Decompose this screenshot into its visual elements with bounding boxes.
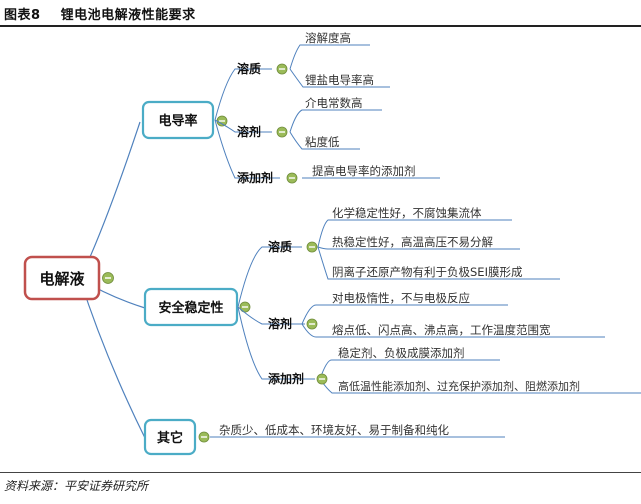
leaf-text: 提高电导率的添加剂 bbox=[312, 164, 416, 178]
figure-title: 图表8 锂电池电解液性能要求 bbox=[4, 8, 196, 23]
branch1-connectors bbox=[214, 44, 440, 179]
leaf-text: 对电极惰性，不与电极反应 bbox=[332, 291, 470, 305]
sub-label: 溶质 bbox=[268, 239, 292, 254]
collapse-icon[interactable] bbox=[276, 63, 288, 75]
branch-label: 其它 bbox=[157, 430, 183, 446]
root-collapse-icon[interactable] bbox=[102, 272, 114, 284]
sub-label: 溶剂 bbox=[237, 124, 261, 139]
leaf-text: 杂质少、低成本、环境友好、易于制备和纯化 bbox=[219, 423, 449, 437]
root-label: 电解液 bbox=[39, 270, 85, 288]
footer-rule bbox=[0, 472, 641, 473]
header-rule bbox=[0, 25, 641, 27]
collapse-icon[interactable] bbox=[286, 172, 298, 184]
collapse-icon[interactable] bbox=[316, 373, 328, 385]
leaf-text: 化学稳定性好，不腐蚀集流体 bbox=[332, 206, 482, 220]
root-node[interactable]: 电解液 bbox=[23, 255, 101, 301]
leaf-text: 熔点低、闪点高、沸点高，工作温度范围宽 bbox=[332, 323, 551, 337]
leaf-text: 稳定剂、负极成膜添加剂 bbox=[338, 346, 465, 360]
collapse-icon[interactable] bbox=[216, 115, 228, 127]
figure-header: 图表8 锂电池电解液性能要求 bbox=[0, 0, 641, 24]
leaf-text: 介电常数高 bbox=[305, 96, 363, 110]
mindmap-diagram: 电解液 电导率 溶质 溶剂 添加剂 溶解度高 锂盐电导率高 介电常数高 粘度低 … bbox=[23, 31, 641, 456]
leaf-text: 阴离子还原产物有利于负极SEI膜形成 bbox=[332, 265, 523, 279]
leaf-text: 高低温性能添加剂、过充保护添加剂、阻燃添加剂 bbox=[338, 379, 580, 393]
collapse-icon[interactable] bbox=[239, 301, 251, 313]
collapse-icon[interactable] bbox=[276, 126, 288, 138]
branch-label: 安全稳定性 bbox=[158, 300, 223, 316]
leaf-text: 溶解度高 bbox=[305, 31, 351, 45]
source-note: 资料来源：平安证券研究所 bbox=[4, 479, 149, 493]
sub-label: 溶剂 bbox=[268, 316, 292, 331]
leaf-text: 粘度低 bbox=[305, 135, 340, 149]
sub-label: 添加剂 bbox=[237, 170, 273, 185]
branch-node-safety-stability[interactable]: 安全稳定性 bbox=[143, 287, 239, 327]
collapse-icon[interactable] bbox=[306, 241, 318, 253]
leaf-text: 热稳定性好，高温高压不易分解 bbox=[332, 235, 493, 249]
sub-label: 添加剂 bbox=[268, 371, 304, 386]
sub-label: 溶质 bbox=[237, 61, 261, 76]
branch-label: 电导率 bbox=[158, 113, 197, 129]
branch-node-conductivity[interactable]: 电导率 bbox=[141, 100, 215, 140]
collapse-icon[interactable] bbox=[198, 431, 210, 443]
leaf-text: 锂盐电导率高 bbox=[305, 73, 374, 87]
branch-node-other[interactable]: 其它 bbox=[143, 418, 197, 456]
collapse-icon[interactable] bbox=[306, 318, 318, 330]
